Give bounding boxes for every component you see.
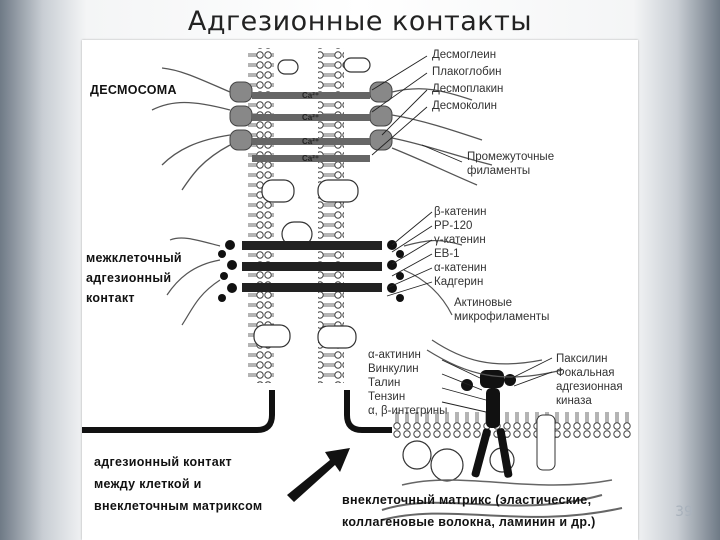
kinase-label: киназа: [556, 395, 592, 407]
cell-matrix-label-2: между клеткой и: [94, 477, 202, 491]
tensin-label: Тензин: [368, 391, 406, 403]
eb1-label: EB-1: [434, 248, 460, 260]
intermediate-filaments-label-2: филаменты: [467, 165, 531, 177]
integrins-label: α, β-интегрины: [368, 405, 448, 417]
vesicles: [253, 57, 371, 349]
cell-matrix-label-1: адгезионный контакт: [94, 455, 232, 469]
actin-microfilaments-label-2: микрофиламенты: [454, 311, 550, 323]
talin-label: Талин: [368, 377, 401, 389]
cadherin-label: Кадгерин: [434, 276, 484, 288]
intermediate-filaments-label-1: Промежуточные: [467, 151, 555, 163]
pp120-label: PP-120: [434, 220, 473, 232]
desmosome-label: ДЕСМОСОМА: [90, 83, 177, 97]
adhesion-diagram: Ca²⁺ Ca²⁺ Ca²⁺ Ca²⁺ ДЕСМОСОМА м: [82, 40, 638, 540]
plakoglobin-label: Плакоглобин: [432, 66, 502, 78]
desmosome-structure: [151, 67, 493, 191]
actin-microfilaments-label-1: Актиновые: [454, 297, 513, 309]
beta-catenin-label: β-катенин: [434, 206, 487, 218]
focal-label: Фокальная: [556, 367, 615, 379]
diagram-drawing: Ca²⁺ Ca²⁺ Ca²⁺ Ca²⁺: [82, 48, 632, 521]
cell-matrix-label-3: внеклеточным матриксом: [94, 499, 263, 513]
slide-title: Адгезионные контакты: [187, 6, 533, 37]
ca-label-1: Ca²⁺: [302, 91, 319, 100]
intercellular-contact-label-2: адгезионный: [86, 271, 172, 285]
ecm-label-1: внеклеточный матрикс (эластические,: [342, 493, 592, 507]
cell-matrix-membrane: [82, 339, 632, 521]
adherens-junction: [166, 237, 463, 326]
gamma-catenin-label: γ-катенин: [434, 234, 486, 246]
ca-label-4: Ca²⁺: [302, 154, 319, 163]
desmocollin-label: Десмоколин: [432, 100, 498, 112]
ca-label-2: Ca²⁺: [302, 113, 319, 122]
adhesion-label: адгезионная: [556, 381, 623, 393]
vinculin-label: Винкулин: [368, 363, 419, 375]
ecm-label-2: коллагеновые волокна, ламинин и др.): [342, 515, 596, 529]
intercellular-contact-label-3: контакт: [86, 291, 135, 305]
leader-lines: [371, 55, 553, 413]
desmoglein-label: Десмоглеин: [432, 49, 497, 61]
alpha-catenin-label: α-катенин: [434, 262, 487, 274]
intercellular-contact-label-1: межклеточный: [86, 251, 182, 265]
page-number: 39: [675, 504, 693, 520]
paxillin-label: Паксилин: [556, 353, 608, 365]
alpha-actinin-label: α-актинин: [368, 349, 421, 361]
desmoplakin-label: Десмоплакин: [432, 83, 504, 95]
ca-label-3: Ca²⁺: [302, 137, 319, 146]
